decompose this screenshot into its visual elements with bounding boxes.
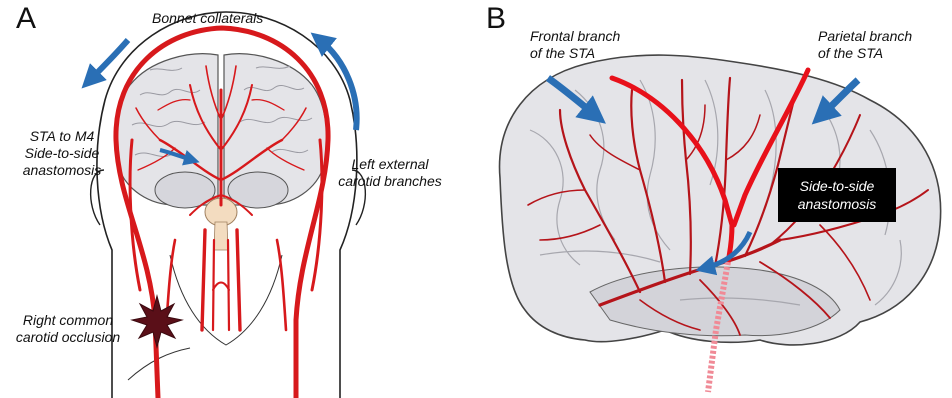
left-external-line-1: Left external: [330, 156, 450, 173]
sta-m4-label: STA to M4 Side-to-side anastomosis: [14, 128, 110, 179]
anastomosis-box-line-2: anastomosis: [798, 195, 877, 213]
sta-m4-line-2: Side-to-side: [14, 145, 110, 162]
parietal-branch-label: Parietal branch of the STA: [818, 28, 912, 62]
panel-b-letter: B: [486, 2, 506, 36]
bonnet-label-line: Bonnet collaterals: [152, 10, 263, 27]
parietal-line-1: Parietal branch: [818, 28, 912, 45]
left-external-line-2: carotid branches: [330, 173, 450, 190]
occlusion-line-2: carotid occlusion: [6, 329, 130, 346]
parietal-line-2: of the STA: [818, 45, 912, 62]
panel-a-illustration: [90, 12, 365, 398]
sta-m4-line-1: STA to M4: [14, 128, 110, 145]
anastomosis-box-line-1: Side-to-side: [800, 177, 875, 195]
sta-m4-line-3: anastomosis: [14, 162, 110, 179]
bonnet-collaterals-label: Bonnet collaterals: [152, 10, 263, 27]
anastomosis-box: Side-to-side anastomosis: [778, 168, 896, 222]
frontal-line-2: of the STA: [530, 45, 620, 62]
panel-b-illustration: [500, 55, 941, 392]
occlusion-line-1: Right common: [6, 312, 130, 329]
panel-a-letter: A: [16, 2, 36, 36]
frontal-line-1: Frontal branch: [530, 28, 620, 45]
left-external-label: Left external carotid branches: [330, 156, 450, 190]
occlusion-label: Right common carotid occlusion: [6, 312, 130, 346]
spinal-cord: [214, 222, 228, 250]
frontal-branch-label: Frontal branch of the STA: [530, 28, 620, 62]
